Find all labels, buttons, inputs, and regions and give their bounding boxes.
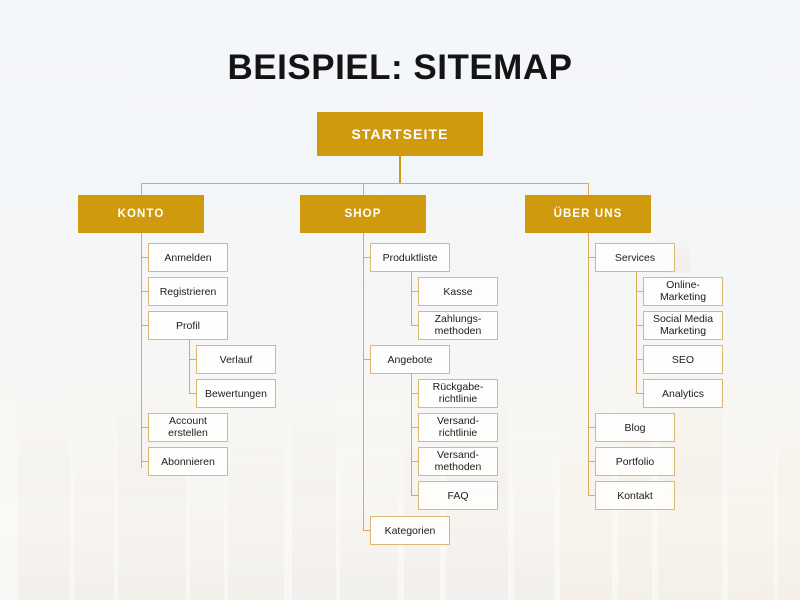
node-online-marketing-label-line1: Online-	[666, 279, 700, 291]
node-online-marketing-label-line2: Marketing	[659, 290, 707, 303]
connector-services-social-media-marketing	[636, 325, 643, 327]
connector-bus-to-shop	[363, 183, 365, 195]
connector-services-trunk	[636, 272, 638, 393]
page-title: BEISPIEL: SITEMAP	[227, 48, 573, 87]
node-verlauf-label: Verlauf	[219, 353, 253, 366]
node-blog[interactable]: Blog	[595, 413, 675, 442]
node-blog-label: Blog	[624, 421, 646, 434]
node-faq[interactable]: FAQ	[418, 481, 498, 510]
node-bewertungen[interactable]: Bewertungen	[196, 379, 276, 408]
connector-shop-trunk	[363, 233, 365, 531]
node-account-erstellen-label-line2: erstellen	[168, 426, 208, 439]
node-konto[interactable]: KONTO	[78, 195, 204, 233]
node-zahlungsmethoden-label-line1: Zahlungs-	[434, 313, 482, 325]
node-portfolio[interactable]: Portfolio	[595, 447, 675, 476]
connector-profil-bewertungen	[189, 393, 196, 395]
node-anmelden[interactable]: Anmelden	[148, 243, 228, 272]
connector-angebote-versandmethoden	[411, 461, 418, 463]
node-social-media-marketing-label-line2: Marketing	[659, 324, 707, 337]
node-abonnieren[interactable]: Abonnieren	[148, 447, 228, 476]
node-faq-label: FAQ	[447, 489, 469, 502]
connector-ueberuns-blog	[588, 427, 595, 429]
node-abonnieren-label: Abonnieren	[161, 455, 215, 468]
node-registrieren-label: Registrieren	[159, 285, 217, 298]
node-profil[interactable]: Profil	[148, 311, 228, 340]
node-produktliste-label: Produktliste	[382, 251, 438, 264]
node-rueckgaberichtlinie-label-line1: Rückgabe-	[432, 381, 484, 393]
connector-bus-to-ueberuns	[588, 183, 590, 195]
node-social-media-marketing[interactable]: Social Media Marketing	[643, 311, 723, 340]
node-seo[interactable]: SEO	[643, 345, 723, 374]
node-rueckgaberichtlinie-label-line2: richtlinie	[438, 392, 478, 405]
node-ueber-uns[interactable]: ÜBER UNS	[525, 195, 651, 233]
connector-konto-registrieren	[141, 291, 148, 293]
node-shop[interactable]: SHOP	[300, 195, 426, 233]
node-online-marketing[interactable]: Online- Marketing	[643, 277, 723, 306]
connector-services-online-marketing	[636, 291, 643, 293]
connector-produktliste-kasse	[411, 291, 418, 293]
connector-ueberuns-trunk	[588, 233, 590, 496]
node-account-erstellen[interactable]: Account erstellen	[148, 413, 228, 442]
connector-angebote-trunk	[411, 374, 413, 495]
connector-services-analytics	[636, 393, 643, 395]
node-analytics[interactable]: Analytics	[643, 379, 723, 408]
node-kontakt-label: Kontakt	[617, 489, 653, 502]
connector-services-seo	[636, 359, 643, 361]
node-verlauf[interactable]: Verlauf	[196, 345, 276, 374]
node-services-label: Services	[614, 251, 656, 264]
node-social-media-marketing-label-line1: Social Media	[652, 313, 714, 325]
connector-ueberuns-services	[588, 257, 595, 259]
node-produktliste[interactable]: Produktliste	[370, 243, 450, 272]
node-account-erstellen-label-line1: Account	[169, 415, 207, 427]
node-kategorien[interactable]: Kategorien	[370, 516, 450, 545]
connector-ueberuns-kontakt	[588, 495, 595, 497]
node-versandmethoden[interactable]: Versand- methoden	[418, 447, 498, 476]
connector-profil-trunk	[189, 340, 191, 393]
node-versandmethoden-label-line2: methoden	[434, 460, 482, 473]
connector-konto-account-erstellen	[141, 427, 148, 429]
node-versandrichtlinie[interactable]: Versand- richtlinie	[418, 413, 498, 442]
node-versandmethoden-label-line1: Versand-	[436, 449, 480, 461]
connector-shop-produktliste	[363, 257, 370, 259]
node-versandrichtlinie-label-line1: Versand-	[436, 415, 480, 427]
node-zahlungsmethoden-label-line2: methoden	[434, 324, 482, 337]
connector-profil-verlauf	[189, 359, 196, 361]
connector-angebote-rueckgaberichtlinie	[411, 393, 418, 395]
connector-konto-anmelden	[141, 257, 148, 259]
connector-angebote-versandrichtlinie	[411, 427, 418, 429]
node-services[interactable]: Services	[595, 243, 675, 272]
connector-shop-kategorien	[363, 530, 370, 532]
connector-produktliste-zahlungsmethoden	[411, 325, 418, 327]
node-kategorien-label: Kategorien	[384, 524, 436, 537]
node-bewertungen-label: Bewertungen	[205, 387, 267, 400]
connector-konto-abonnieren	[141, 461, 148, 463]
connector-produktliste-trunk	[411, 272, 413, 325]
node-zahlungsmethoden[interactable]: Zahlungs- methoden	[418, 311, 498, 340]
connector-root-down	[399, 156, 401, 183]
node-rueckgaberichtlinie[interactable]: Rückgabe- richtlinie	[418, 379, 498, 408]
node-analytics-label: Analytics	[661, 387, 704, 400]
connector-bus-to-konto	[141, 183, 143, 195]
node-portfolio-label: Portfolio	[615, 455, 655, 468]
connector-angebote-faq	[411, 495, 418, 497]
node-profil-label: Profil	[176, 319, 200, 332]
node-anmelden-label: Anmelden	[164, 251, 212, 264]
node-kasse-label: Kasse	[443, 285, 473, 298]
node-registrieren[interactable]: Registrieren	[148, 277, 228, 306]
connector-ueberuns-portfolio	[588, 461, 595, 463]
connector-shop-angebote	[363, 359, 370, 361]
node-angebote-label: Angebote	[387, 353, 433, 366]
connector-level1-bus	[141, 183, 588, 185]
node-seo-label: SEO	[671, 353, 695, 366]
node-versandrichtlinie-label-line2: richtlinie	[438, 426, 478, 439]
node-startseite[interactable]: STARTSEITE	[317, 112, 483, 156]
connector-konto-trunk	[141, 233, 143, 468]
node-kasse[interactable]: Kasse	[418, 277, 498, 306]
connector-konto-profil	[141, 325, 148, 327]
node-angebote[interactable]: Angebote	[370, 345, 450, 374]
node-kontakt[interactable]: Kontakt	[595, 481, 675, 510]
